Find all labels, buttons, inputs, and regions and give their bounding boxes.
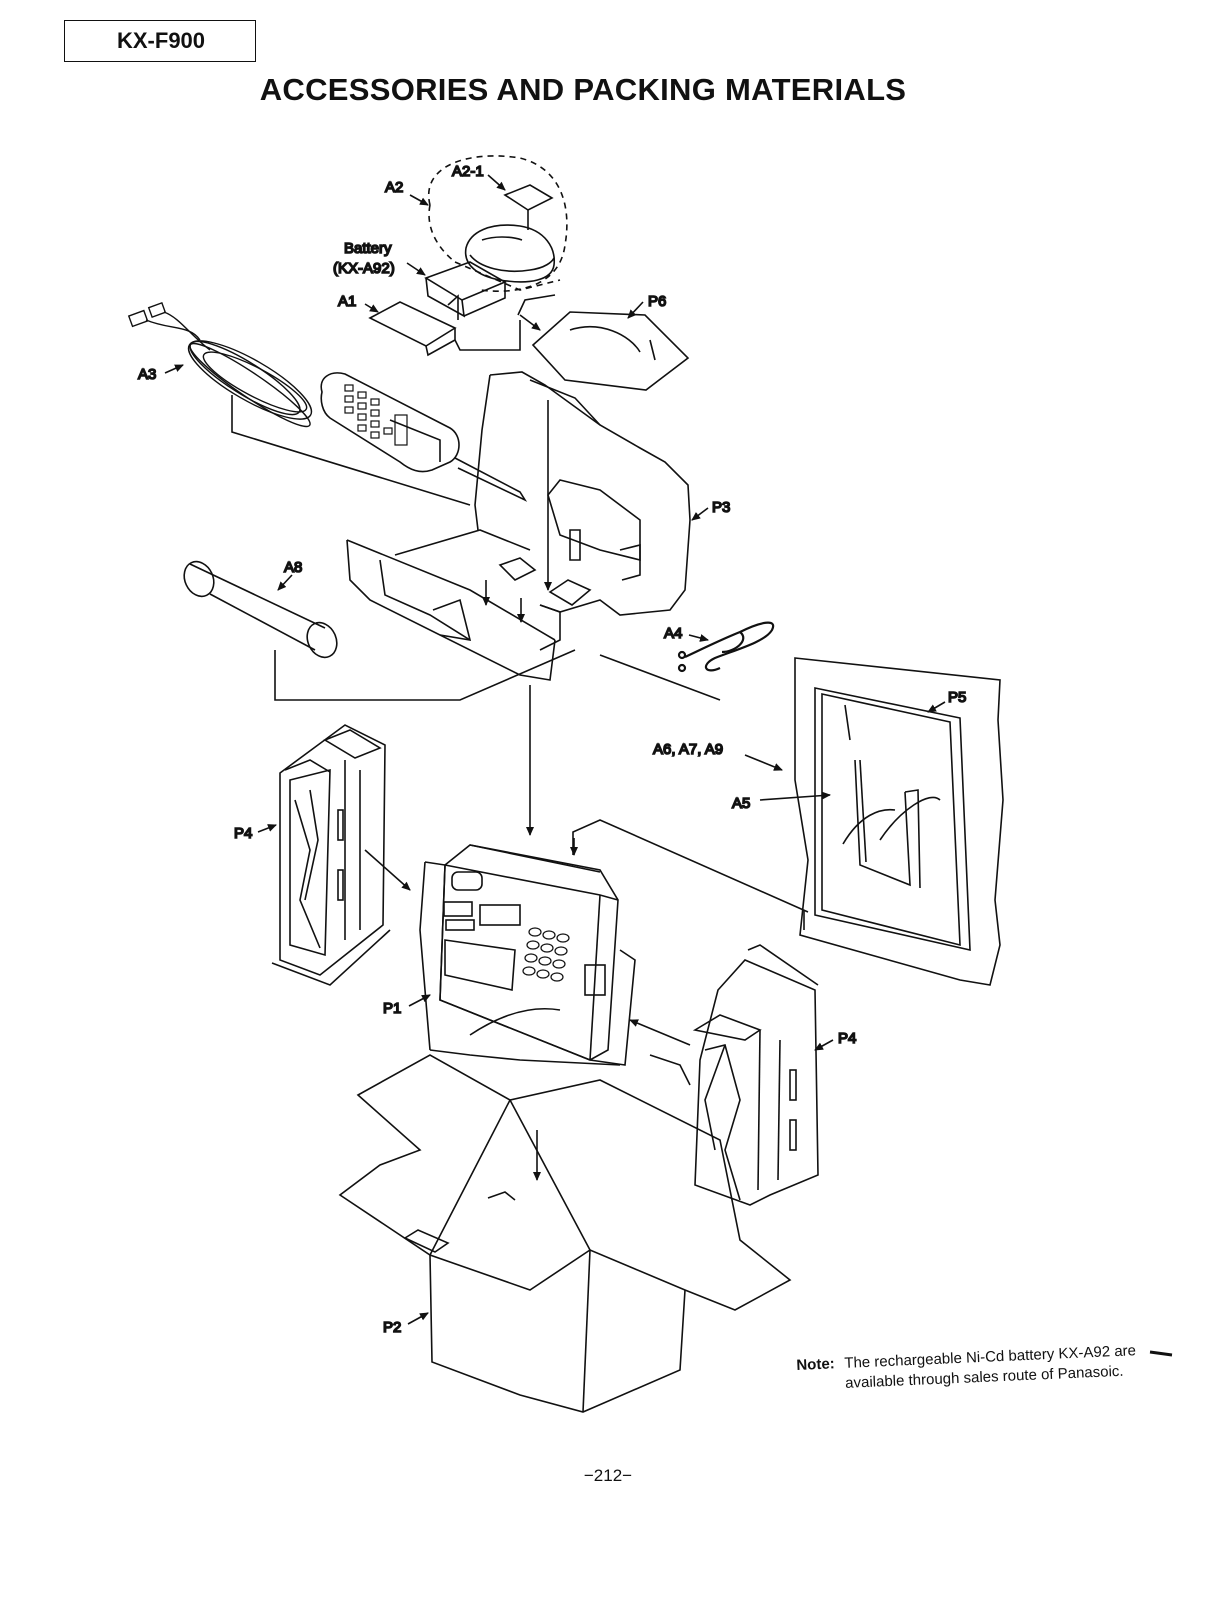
- label-p4-left: P4: [234, 825, 252, 842]
- label-a8: A8: [284, 559, 302, 576]
- p5-leader: [927, 701, 946, 713]
- a8-leader-line: [274, 649, 576, 701]
- battery-pack: [424, 261, 507, 318]
- a8-leader: [277, 574, 293, 591]
- p4-left-cushion: [271, 724, 391, 986]
- p3-handset-tray: [346, 371, 691, 681]
- label-a1: A1: [338, 293, 356, 310]
- a4-leader-line: [599, 654, 721, 701]
- p4-left-arrow: [364, 849, 411, 891]
- a3-leader-line: [231, 395, 471, 506]
- label-a4: A4: [664, 625, 682, 642]
- label-a2-1: A2-1: [452, 163, 484, 180]
- p4-right-leader: [814, 1039, 834, 1051]
- a8-paper-roll: [183, 560, 338, 659]
- label-a6-a7-a9: A6, A7, A9: [653, 741, 723, 758]
- a2-battery-lid: [464, 224, 555, 283]
- a5-arrow: [759, 791, 831, 801]
- label-p2: P2: [383, 1319, 401, 1336]
- label-a5: A5: [732, 795, 750, 812]
- p6-leader: [627, 301, 644, 319]
- label-battery: Battery: [344, 240, 392, 257]
- p4-right-tab: [649, 1054, 691, 1086]
- a3-ac-cord: [127, 302, 313, 428]
- a1-leader-bracket: [454, 320, 521, 351]
- p4-right-arrow: [629, 1019, 691, 1046]
- fax-main-unit: [439, 844, 619, 1061]
- margin-mark: [1149, 1350, 1173, 1357]
- model-label: KX-F900: [64, 20, 256, 62]
- label-p6: P6: [648, 293, 666, 310]
- p5-return-line: [572, 819, 809, 913]
- a4-telephone-cord: [677, 621, 775, 673]
- p6-poly-bag: [531, 311, 690, 391]
- label-a3: A3: [138, 366, 156, 383]
- a4-leader: [688, 634, 709, 642]
- a2-1-leader: [487, 174, 506, 191]
- battery-leader: [406, 262, 426, 276]
- page-title: ACCESSORIES AND PACKING MATERIALS: [259, 72, 907, 107]
- a1-holder-plate: [368, 294, 459, 357]
- p4-right-cushion: [692, 944, 819, 1206]
- page-number: −212−: [583, 1466, 633, 1485]
- a6-a7-a9-arrow: [744, 754, 783, 771]
- p5-document-bag: [794, 657, 1004, 986]
- label-p4-right: P4: [838, 1030, 856, 1047]
- note-label: Note:: [796, 1355, 836, 1374]
- cordless-handset: [320, 372, 528, 502]
- a1-leader: [364, 303, 379, 313]
- p1-leader: [408, 994, 431, 1007]
- p4-left-leader: [257, 824, 277, 833]
- label-p1: P1: [383, 1000, 401, 1017]
- p2-leader: [407, 1312, 429, 1325]
- label-a2: A2: [385, 179, 403, 196]
- a2-leader: [409, 194, 429, 206]
- a2-1-sticker: [503, 184, 554, 230]
- label-p3: P3: [712, 499, 730, 516]
- a3-leader: [164, 364, 184, 374]
- p2-carton-box: [338, 1054, 792, 1413]
- p3-leader: [691, 507, 709, 521]
- p1-poly-bag: [419, 861, 636, 1066]
- label-p5: P5: [948, 689, 966, 706]
- label-battery-model: (KX-A92): [333, 260, 395, 277]
